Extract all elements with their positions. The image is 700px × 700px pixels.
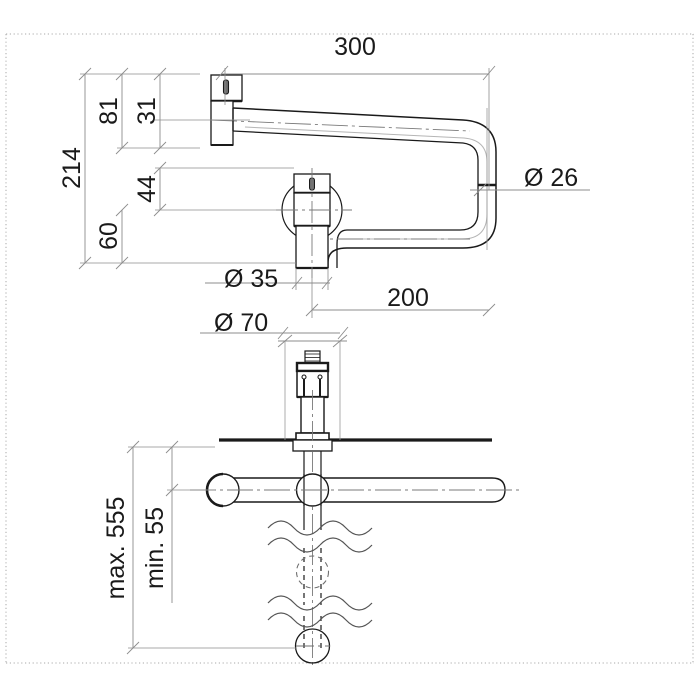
dim-label-diameter-35: Ø 35: [224, 265, 278, 293]
dim-label-81: 81: [95, 97, 123, 125]
dim-min-55: [165, 440, 215, 603]
dim-60: [115, 203, 129, 270]
upper-dimensions: [78, 65, 590, 340]
lever-handle: [190, 472, 520, 508]
dim-label-diameter-26: Ø 26: [524, 164, 578, 192]
lower-body-rosette: [276, 168, 352, 278]
dim-label-300: 300: [334, 33, 376, 61]
stem-end-circle: [294, 628, 331, 664]
stem-section-circle-mid: [295, 555, 330, 589]
break-symbol-lower: [267, 595, 373, 628]
dim-300: [215, 65, 496, 190]
dim-label-44: 44: [133, 175, 161, 203]
upper-view-spout: [210, 74, 497, 278]
dim-label-60: 60: [95, 222, 123, 250]
upper-wall-inlet: [210, 74, 243, 146]
dim-81: [115, 67, 200, 155]
dim-label-200: 200: [387, 284, 429, 312]
dim-214: [78, 67, 296, 270]
dim-diameter-70: [200, 326, 349, 340]
dim-label-diameter-70: Ø 70: [214, 309, 268, 337]
lower-dimension-labels: max. 555 min. 55: [102, 497, 169, 600]
lower-dimensions: [126, 440, 296, 655]
dim-label-min-55: min. 55: [141, 507, 169, 589]
dim-diameter-35: [205, 268, 333, 290]
dim-44: [153, 161, 294, 217]
spout-lower-arm: [300, 108, 497, 268]
dim-200: [305, 278, 496, 318]
spout-upper-arm: [210, 107, 497, 185]
sheet-border: [5, 33, 694, 664]
dim-label-31: 31: [133, 97, 161, 125]
dim-diameter-26: [470, 183, 590, 197]
dim-label-max-555: max. 555: [102, 497, 130, 600]
lower-view-valve-assembly: [190, 334, 520, 665]
valve-projection-lines: [277, 334, 348, 440]
upper-dimension-labels: 300 214 81 31 44 60 Ø 26 Ø 35 Ø 70 200: [58, 33, 578, 337]
break-symbol-upper: [267, 520, 373, 553]
dim-label-214: 214: [58, 147, 86, 189]
dim-31: [153, 67, 250, 155]
